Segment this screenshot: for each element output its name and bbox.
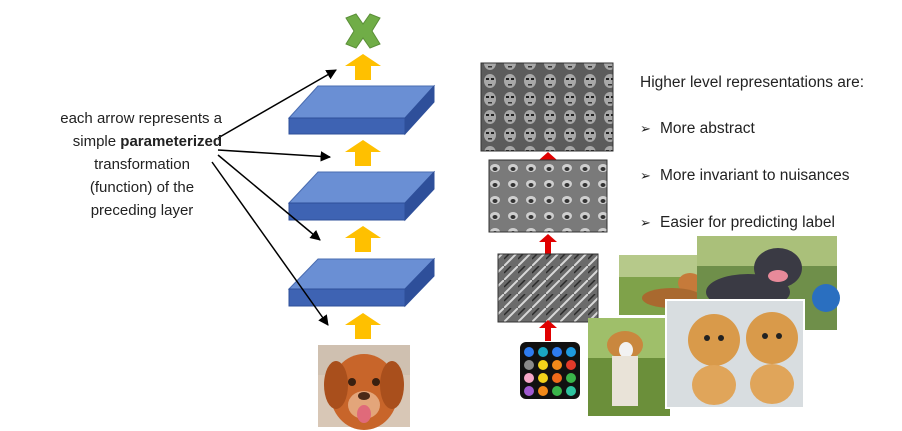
low-level-features-grid [497,253,599,323]
dog-photo-running [619,255,702,315]
annotation-line-3: transformation [94,156,190,173]
representations-panel: Higher level representations are: ➢ More … [640,74,902,261]
bullet-arrow-icon: ➢ [640,215,651,230]
representations-title: Higher level representations are: [640,74,865,91]
representation-item-label: Easier for predicting label [660,214,835,231]
bullet-arrow-icon: ➢ [640,168,651,183]
representation-item: ➢ Easier for predicting label [640,214,902,236]
annotation-line-5: preceding layer [90,202,194,219]
arrow-annotation: each arrow represents a simple parameter… [22,107,222,222]
yellow-arrow-mid-lower [345,226,381,252]
annotation-line-1: each arrow represents a [60,110,222,127]
yellow-arrow-mid-upper [345,140,381,166]
dog-photo-beagle [588,318,670,416]
representation-item-label: More abstract [660,120,755,137]
network-layer-3 [287,84,436,136]
representation-item-label: More invariant to nuisances [660,167,850,184]
mid-level-features-grid [488,159,608,233]
annotation-bold-word: parameterized [120,133,222,150]
red-arrow-lower [539,320,557,341]
color-palette-icon [520,342,580,399]
dog-photo-pomeranians [665,299,805,409]
representation-item: ➢ More abstract [640,120,902,142]
high-level-features-grid [480,62,614,152]
yellow-arrow-bottom [345,313,381,339]
network-layer-1 [287,257,436,308]
x-mark-icon [345,13,381,49]
network-layer-2 [287,170,436,222]
bullet-arrow-icon: ➢ [640,121,651,136]
representation-item: ➢ More invariant to nuisances [640,167,902,189]
dog-photo-collage [588,236,840,416]
annotation-line-2: simple parameterized [22,130,222,153]
dog-photo [318,345,410,430]
annotation-line-2-prefix: simple [72,133,121,150]
red-arrow-middle [539,234,557,254]
yellow-arrow-top [345,54,381,80]
annotation-arrows [211,69,337,326]
annotation-line-4: (function) of the [89,179,195,196]
